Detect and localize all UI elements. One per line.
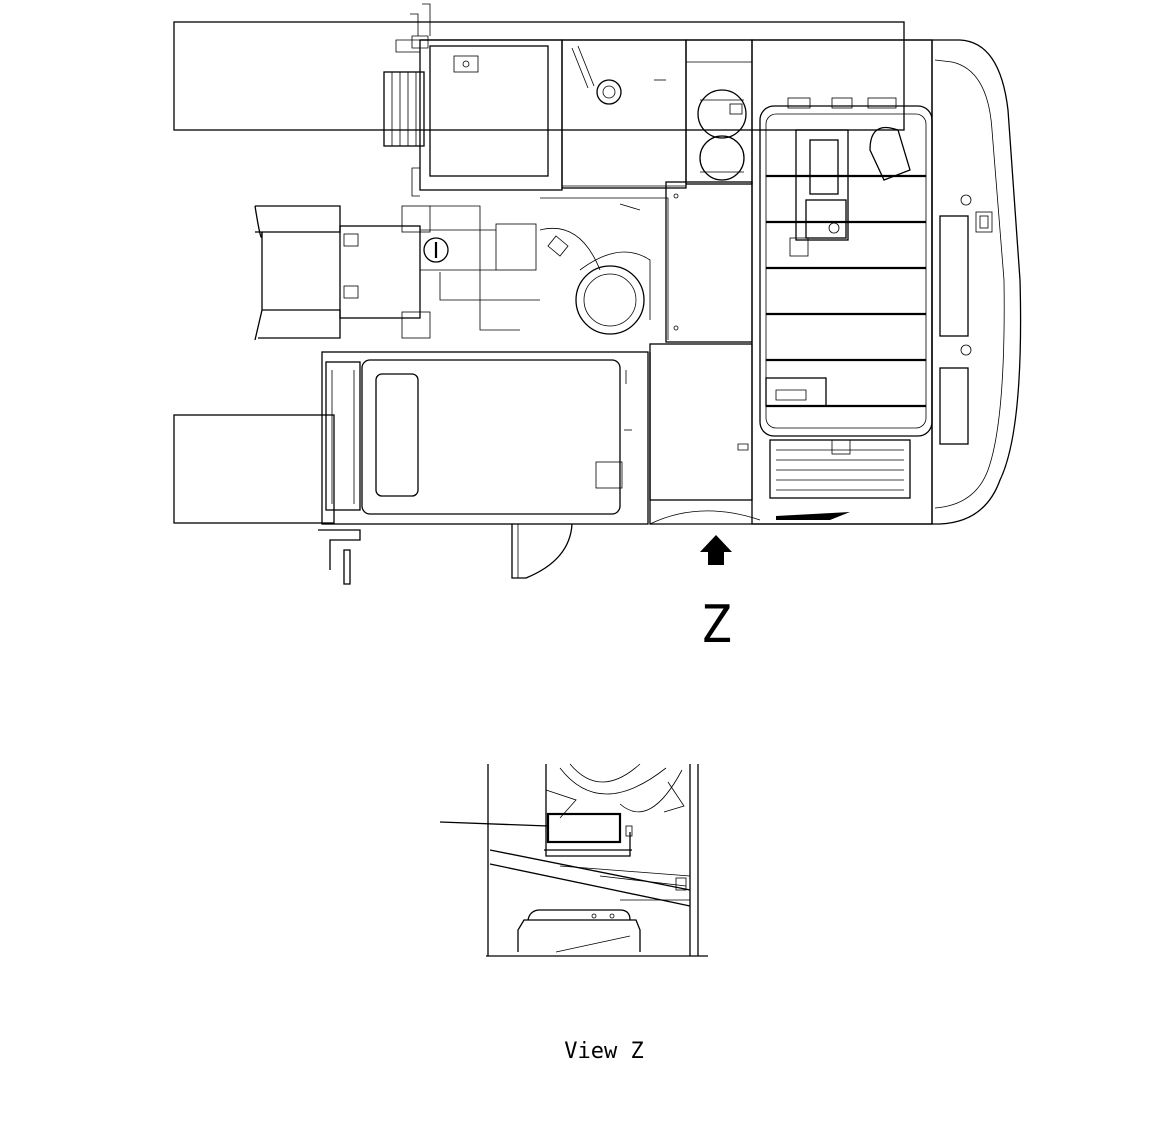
hydraulic-tank [561,39,687,189]
label-plate [546,812,622,844]
control-valve-area [339,197,669,340]
top-view: Z [173,3,1022,655]
leader-line [439,821,549,827]
step-handles [318,510,761,585]
view-z-arrow [700,535,732,565]
arrow-label-z: Z [700,595,731,655]
upper-left-track-outline [173,21,905,131]
service-panel [649,181,753,501]
frame-inner-edge [934,59,1005,509]
view-caption: View Z [564,1039,643,1064]
cab [395,3,563,197]
engine-room [751,39,993,525]
cab-mirror-stack [383,71,425,147]
upper-frame-outline [420,39,1022,525]
lower-toolbox [321,351,649,525]
lower-left-track-outline [173,414,335,524]
fuel-tank-block [685,39,753,185]
view-z-detail [439,763,708,957]
